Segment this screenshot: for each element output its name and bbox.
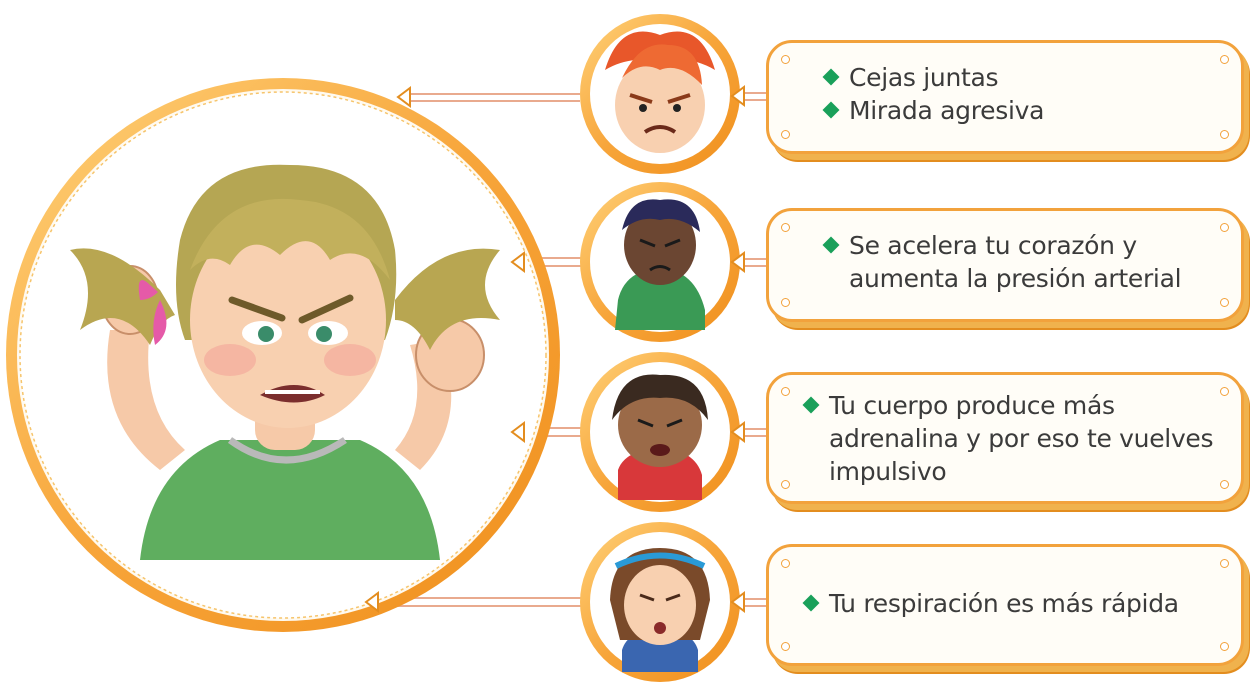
info-card-2: Se acelera tu corazón y aumenta la presió… bbox=[766, 208, 1244, 322]
card-line-text: adrenalina y por eso te vuelves bbox=[829, 424, 1214, 453]
card-line-text: Tu respiración es más rápida bbox=[829, 589, 1179, 618]
arrow-left-2 bbox=[510, 251, 525, 273]
card-line-text: Cejas juntas bbox=[849, 63, 999, 92]
card-line: adrenalina y por eso te vuelves bbox=[799, 422, 1241, 455]
arrow-left-c2 bbox=[730, 251, 745, 273]
diamond-bullet-icon bbox=[822, 68, 840, 86]
girl-frustrated-illustration bbox=[612, 374, 708, 500]
card-line: Cejas juntas bbox=[819, 61, 1241, 94]
card-corner-dot bbox=[1220, 559, 1229, 568]
arrow-left-c1 bbox=[730, 85, 745, 107]
boy-angry-illustration bbox=[605, 31, 715, 153]
arrow-left-c3 bbox=[730, 421, 745, 443]
card-line: aumenta la presión arterial bbox=[819, 262, 1241, 295]
card-corner-dot bbox=[781, 298, 790, 307]
card-corner-dot bbox=[781, 559, 790, 568]
card-corner-dot bbox=[1220, 55, 1229, 64]
card-line-text: Mirada agresiva bbox=[849, 96, 1045, 125]
small-circle-3 bbox=[580, 352, 740, 512]
main-portrait-circle bbox=[6, 78, 560, 632]
arrow-left-1 bbox=[396, 86, 411, 108]
card-corner-dot bbox=[781, 480, 790, 489]
card-line-text: Se acelera tu corazón y bbox=[849, 231, 1137, 260]
card-corner-dot bbox=[781, 387, 790, 396]
card-line-text: Tu cuerpo produce más bbox=[829, 391, 1115, 420]
connector-arrows bbox=[364, 85, 745, 613]
card-corner-dot bbox=[1220, 298, 1229, 307]
card-corner-dot bbox=[781, 223, 790, 232]
card-corner-dot bbox=[1220, 387, 1229, 396]
card-line-text: impulsivo bbox=[829, 457, 947, 486]
card-line: Se acelera tu corazón y bbox=[819, 229, 1241, 262]
diamond-bullet-icon bbox=[802, 594, 820, 612]
arrow-left-c4 bbox=[730, 591, 745, 613]
arrow-left-3 bbox=[510, 421, 525, 443]
card-corner-dot bbox=[781, 642, 790, 651]
small-circle-2 bbox=[580, 182, 740, 342]
diamond-bullet-icon bbox=[802, 396, 820, 414]
diamond-bullet-icon bbox=[822, 101, 840, 119]
girl-breathing-illustration bbox=[610, 548, 710, 672]
angry-girl-illustration bbox=[70, 164, 500, 560]
info-card-3: Tu cuerpo produce más adrenalina y por es… bbox=[766, 372, 1244, 504]
info-card-4: Tu respiración es más rápida bbox=[766, 544, 1244, 666]
card-corner-dot bbox=[1220, 223, 1229, 232]
diamond-bullet-icon bbox=[822, 236, 840, 254]
small-circle-1 bbox=[580, 14, 740, 174]
card-line: impulsivo bbox=[799, 455, 1241, 488]
arrow-left-4 bbox=[364, 591, 379, 613]
card-corner-dot bbox=[1220, 130, 1229, 139]
small-circle-4 bbox=[580, 522, 740, 682]
card-line: Mirada agresiva bbox=[819, 94, 1241, 127]
card-corner-dot bbox=[781, 130, 790, 139]
card-corner-dot bbox=[1220, 642, 1229, 651]
card-corner-dot bbox=[781, 55, 790, 64]
card-line: Tu respiración es más rápida bbox=[799, 587, 1241, 620]
card-corner-dot bbox=[1220, 480, 1229, 489]
card-line: Tu cuerpo produce más bbox=[799, 389, 1241, 422]
card-line-text: aumenta la presión arterial bbox=[849, 264, 1182, 293]
boy-heart-illustration bbox=[615, 199, 705, 330]
